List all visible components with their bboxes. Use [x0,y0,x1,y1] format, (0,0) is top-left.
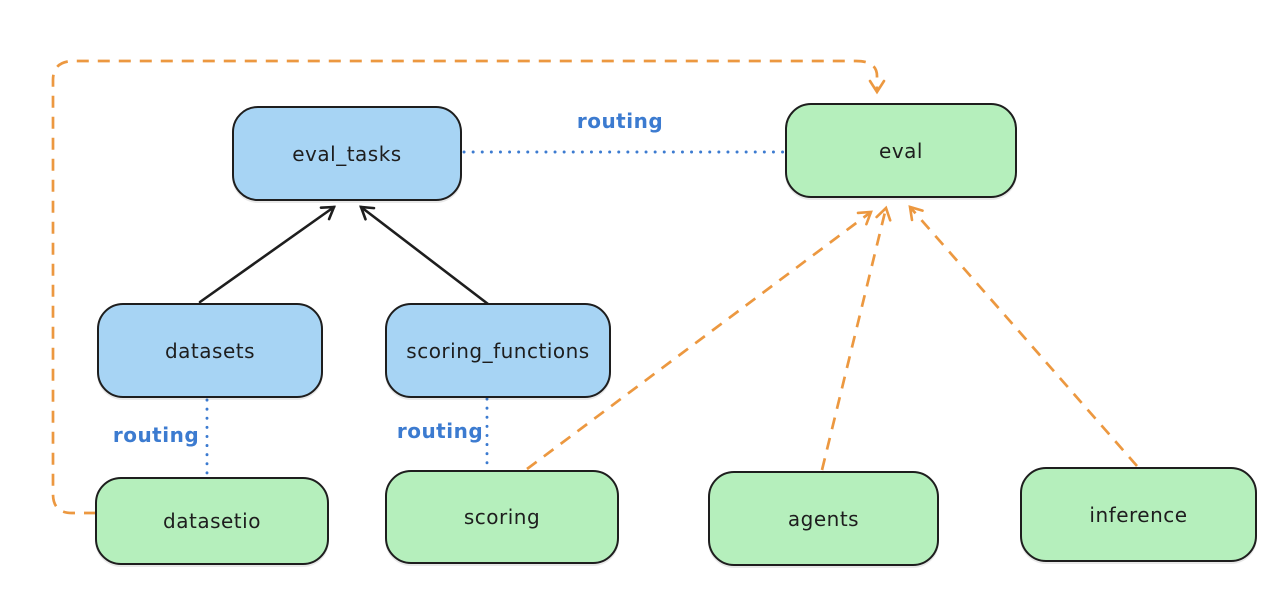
edge-agents-to-eval [820,205,892,471]
node-datasets: datasets [97,303,323,398]
routing-label-eval-tasks-eval: routing [576,109,664,133]
node-eval: eval [785,103,1017,198]
node-scoring-functions: scoring_functions [385,303,611,398]
routing-label-datasets-datasetio: routing [112,423,200,447]
routing-label-scoring-fns-scoring: routing [396,419,484,443]
node-agents: agents [708,471,939,566]
edge-scoring-to-eval [526,210,873,471]
edge-datasets-to-eval-tasks [198,205,336,304]
node-inference: inference [1020,467,1257,562]
edge-inference-to-eval [908,205,1139,467]
node-eval-tasks: eval_tasks [232,106,462,201]
edge-datasetio-to-eval [51,59,886,515]
edge-scoring-functions-to-eval-tasks [359,205,490,306]
node-datasetio: datasetio [95,477,329,565]
node-scoring: scoring [385,470,619,564]
